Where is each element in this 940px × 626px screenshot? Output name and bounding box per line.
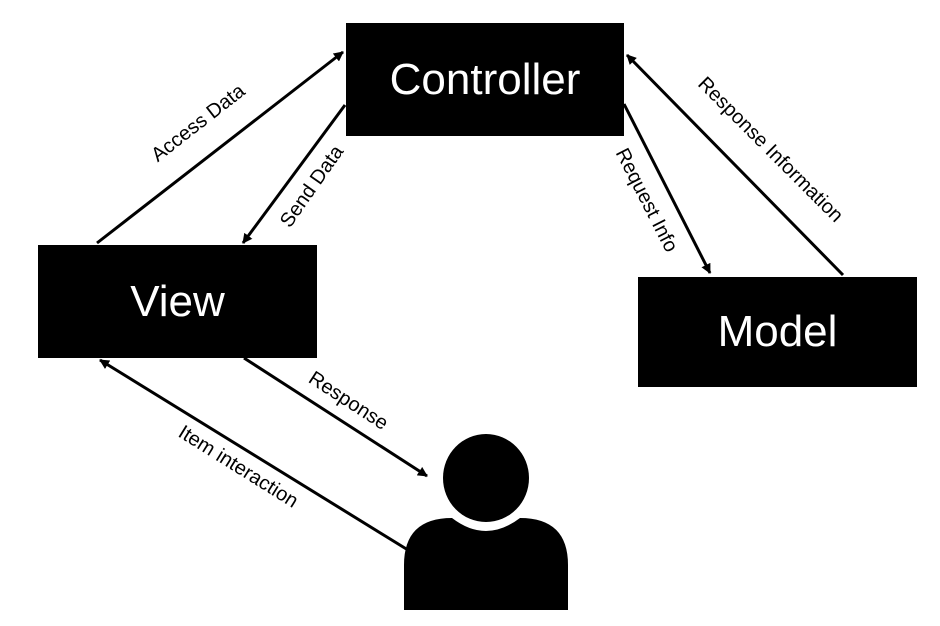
edge-response — [243, 356, 428, 478]
edge-response-information — [625, 53, 845, 277]
label-response-information: Response Information — [693, 73, 847, 227]
label-access-data: Access Data — [147, 80, 250, 167]
view-label: View — [130, 276, 225, 326]
label-request-info: Request Info — [611, 145, 682, 256]
label-send-data: Send Data — [276, 141, 349, 232]
view-box: View — [38, 245, 317, 358]
edge-access-data — [96, 50, 344, 245]
edge-send-data — [241, 104, 347, 244]
model-box: Model — [638, 277, 917, 387]
edge-item-interaction — [99, 358, 409, 552]
label-item-interaction: Item interaction — [174, 421, 302, 512]
model-label: Model — [717, 307, 838, 356]
controller-box: Controller — [346, 23, 624, 136]
edge-request-info — [622, 103, 712, 274]
user-icon — [404, 434, 568, 610]
controller-label: Controller — [389, 54, 581, 104]
